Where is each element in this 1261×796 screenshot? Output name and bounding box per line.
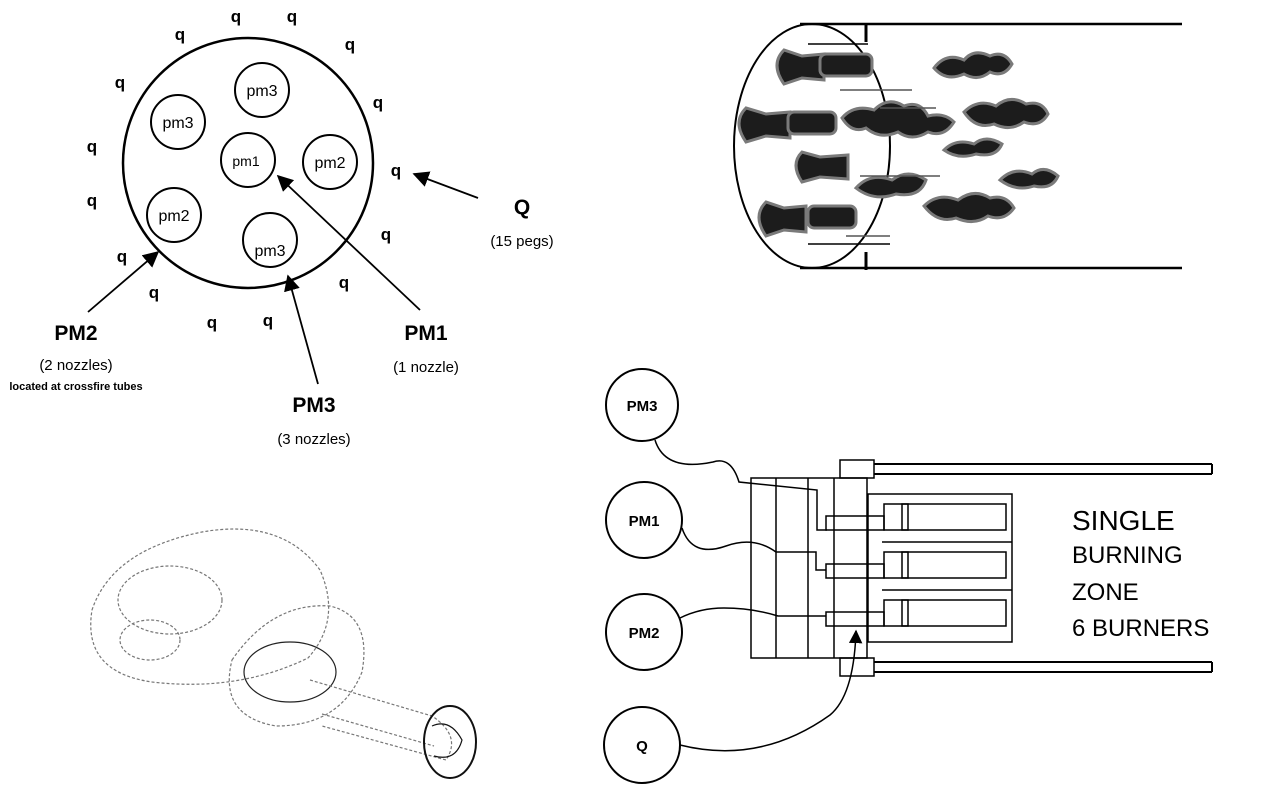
peg-markers: q q q q q q q q q q q q q q q	[87, 7, 401, 332]
callout-q-sub: (15 pegs)	[490, 233, 553, 250]
callout-pm2-sub: (2 nozzles)	[39, 357, 112, 374]
callout-pm3-sub: (3 nozzles)	[277, 431, 350, 448]
peg-label: q	[339, 273, 349, 292]
peg-label: q	[87, 191, 97, 210]
nozzle-label: pm2	[314, 155, 345, 172]
inner-nozzles	[146, 62, 358, 268]
nozzle-pm1	[220, 132, 276, 188]
circuit-pm3-circle	[605, 368, 679, 442]
arrow-pm3	[284, 274, 319, 385]
peg-label: q	[373, 93, 383, 112]
peg-label: q	[345, 35, 355, 54]
nozzle-label: pm2	[158, 208, 189, 225]
nozzle-label: pm3	[254, 243, 285, 260]
circuit-pm3-label: PM3	[627, 398, 658, 415]
zone-text-line-4: 6 BURNERS	[1072, 615, 1209, 642]
peg-label: q	[115, 73, 125, 92]
circuit-q-label: Q	[636, 738, 648, 755]
peg-label: q	[287, 7, 297, 26]
peg-label: q	[231, 7, 241, 26]
peg-label: q	[381, 225, 391, 244]
callout-q-title: Q	[514, 196, 530, 219]
zone-text-line-2: BURNING	[1072, 542, 1183, 569]
peg-label: q	[175, 25, 185, 44]
peg-label: q	[149, 283, 159, 302]
combustor-cap-circle	[121, 36, 375, 290]
arrow-pm2	[87, 250, 160, 313]
circuit-pm2-circle	[605, 593, 683, 671]
callout-pm2-title: PM2	[54, 322, 97, 345]
nozzle-label: pm3	[162, 115, 193, 132]
nozzle-pm3-bottom	[242, 212, 298, 268]
nozzle-pm2-left	[146, 187, 202, 243]
arrow-pm1	[276, 174, 421, 311]
callout-pm2-note: located at crossfire tubes	[9, 381, 142, 393]
peg-label: q	[391, 161, 401, 180]
callout-pm1-sub: (1 nozzle)	[393, 359, 459, 376]
zone-text-line-1: SINGLE	[1072, 505, 1175, 536]
nozzle-label: pm3	[246, 83, 277, 100]
arrow-q	[412, 171, 479, 199]
peg-label: q	[87, 137, 97, 156]
fuel-nozzle-shapes	[737, 48, 1060, 238]
combustor-liner-drawing	[733, 22, 1182, 270]
zone-text-line-3: ZONE	[1072, 579, 1139, 606]
circuit-pm2-label: PM2	[629, 625, 660, 642]
nozzle-pm2-right	[302, 134, 358, 190]
circuit-pm1-circle	[605, 481, 683, 559]
peg-label: q	[263, 311, 273, 330]
nozzle-pm3-left	[150, 94, 206, 150]
nozzle-gas-lines	[840, 89, 940, 237]
fuel-nozzle-isometric	[90, 528, 477, 779]
circuit-pm1-label: PM1	[629, 513, 660, 530]
callout-pm3-title: PM3	[292, 394, 335, 417]
nozzle-pm3-top	[234, 62, 290, 118]
callout-arrows	[87, 171, 479, 385]
nozzle-label: pm1	[232, 153, 259, 169]
peg-label: q	[207, 313, 217, 332]
nozzle-layout: pm3 pm3 pm1 pm2 pm2 pm3 q q q q q q q q …	[9, 7, 553, 448]
fuel-circuit-schematic	[603, 368, 1213, 784]
peg-label: q	[117, 247, 127, 266]
callout-pm1-title: PM1	[404, 322, 448, 345]
